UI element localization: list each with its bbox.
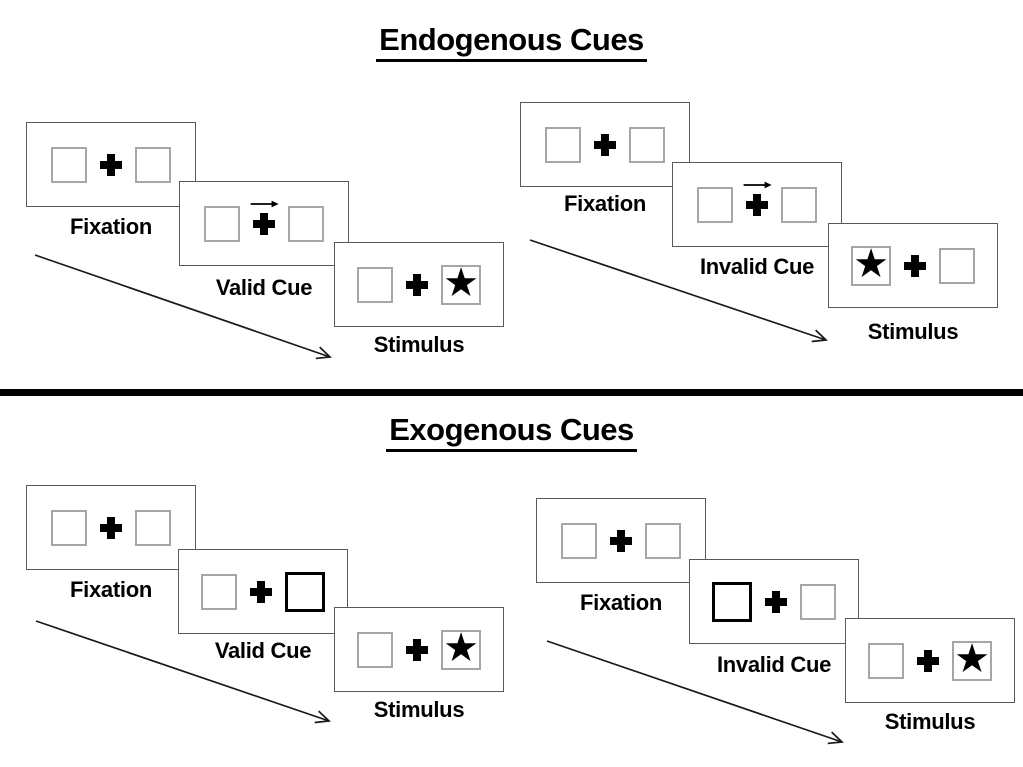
fixation-cross-wrap	[406, 273, 428, 296]
stimulus-panel: ★	[845, 618, 1015, 703]
fixation-cross-icon	[765, 590, 787, 613]
fixation-cross-wrap	[250, 580, 272, 603]
cue-right-arrow-icon	[743, 181, 772, 188]
panel-label-cue: Valid Cue	[215, 275, 313, 300]
right-box	[781, 186, 817, 223]
fixation-cross-wrap	[610, 529, 632, 552]
fixation-cross-wrap	[100, 516, 122, 539]
valid-cue-panel	[179, 181, 349, 266]
left-box	[51, 146, 87, 183]
fixation-cross-icon	[610, 529, 632, 552]
star-box: ★	[441, 260, 481, 305]
fixation-cross-wrap	[406, 638, 428, 661]
panel-label-stimulus: Stimulus	[373, 697, 465, 722]
fixation-cross-icon	[917, 649, 939, 672]
star-box: ★	[952, 636, 992, 681]
star-icon: ★	[954, 636, 990, 681]
panel-label-fixation: Fixation	[70, 577, 152, 602]
star-icon: ★	[853, 241, 889, 286]
fixation-panel	[26, 485, 196, 570]
fixation-cross-icon	[100, 516, 122, 539]
star-icon: ★	[443, 625, 479, 670]
endogenous-valid-timeline-arrow	[34, 254, 332, 360]
fixation-cross-icon	[904, 254, 926, 277]
panel-label-stimulus: Stimulus	[884, 709, 976, 734]
panel-label-fixation: Fixation	[70, 214, 152, 239]
fixation-cross-icon	[406, 273, 428, 296]
panel-label-fixation: Fixation	[564, 191, 646, 216]
star-box: ★	[441, 625, 481, 670]
fixation-cross-icon	[406, 638, 428, 661]
fixation-cross-icon	[746, 193, 768, 216]
left-box	[51, 509, 87, 546]
right-box	[939, 247, 975, 284]
fixation-panel	[536, 498, 706, 583]
fixation-cross-icon	[253, 212, 275, 235]
exogenous-title-text: Exogenous Cues	[386, 412, 637, 452]
endogenous-title-text: Endogenous Cues	[376, 22, 647, 62]
invalid-cue-panel	[672, 162, 842, 247]
left-box	[201, 573, 237, 610]
panel-label-fixation: Fixation	[580, 590, 662, 615]
left-box	[545, 126, 581, 163]
panel-label-cue: Invalid Cue	[716, 652, 832, 677]
stimulus-panel: ★	[334, 242, 504, 327]
section-title-exogenous: Exogenous Cues	[0, 412, 1023, 452]
fixation-panel	[26, 122, 196, 207]
cue-highlight-box	[712, 581, 752, 622]
fixation-panel	[520, 102, 690, 187]
right-box	[629, 126, 665, 163]
fixation-cross-wrap	[917, 649, 939, 672]
right-box	[800, 583, 836, 620]
right-box	[135, 146, 171, 183]
right-box	[645, 522, 681, 559]
cue-right-arrow-icon	[250, 200, 279, 207]
panel-label-stimulus: Stimulus	[867, 319, 959, 344]
section-divider-line	[0, 389, 1023, 396]
fixation-cross-wrap	[100, 153, 122, 176]
fixation-cross-wrap	[765, 590, 787, 613]
stimulus-panel: ★	[334, 607, 504, 692]
fixation-cross-icon	[250, 580, 272, 603]
left-box	[204, 205, 240, 242]
cue-highlight-box	[285, 571, 325, 612]
exogenous-valid-timeline-arrow	[35, 620, 331, 724]
fixation-cross-wrap	[904, 254, 926, 277]
section-title-endogenous: Endogenous Cues	[0, 22, 1023, 62]
left-box	[357, 266, 393, 303]
fixation-cross-icon	[100, 153, 122, 176]
right-box	[288, 205, 324, 242]
fixation-cross-wrap	[743, 181, 772, 216]
valid-cue-panel	[178, 549, 348, 634]
panel-label-cue: Valid Cue	[214, 638, 312, 663]
right-box	[135, 509, 171, 546]
fixation-cross-wrap	[250, 200, 279, 235]
left-box	[697, 186, 733, 223]
left-box	[561, 522, 597, 559]
star-box: ★	[851, 241, 891, 286]
left-box	[357, 631, 393, 668]
stimulus-panel: ★	[828, 223, 998, 308]
left-box	[868, 642, 904, 679]
star-icon: ★	[443, 260, 479, 305]
fixation-cross-wrap	[594, 133, 616, 156]
invalid-cue-panel	[689, 559, 859, 644]
panel-label-stimulus: Stimulus	[373, 332, 465, 357]
panel-label-cue: Invalid Cue	[699, 254, 815, 279]
fixation-cross-icon	[594, 133, 616, 156]
